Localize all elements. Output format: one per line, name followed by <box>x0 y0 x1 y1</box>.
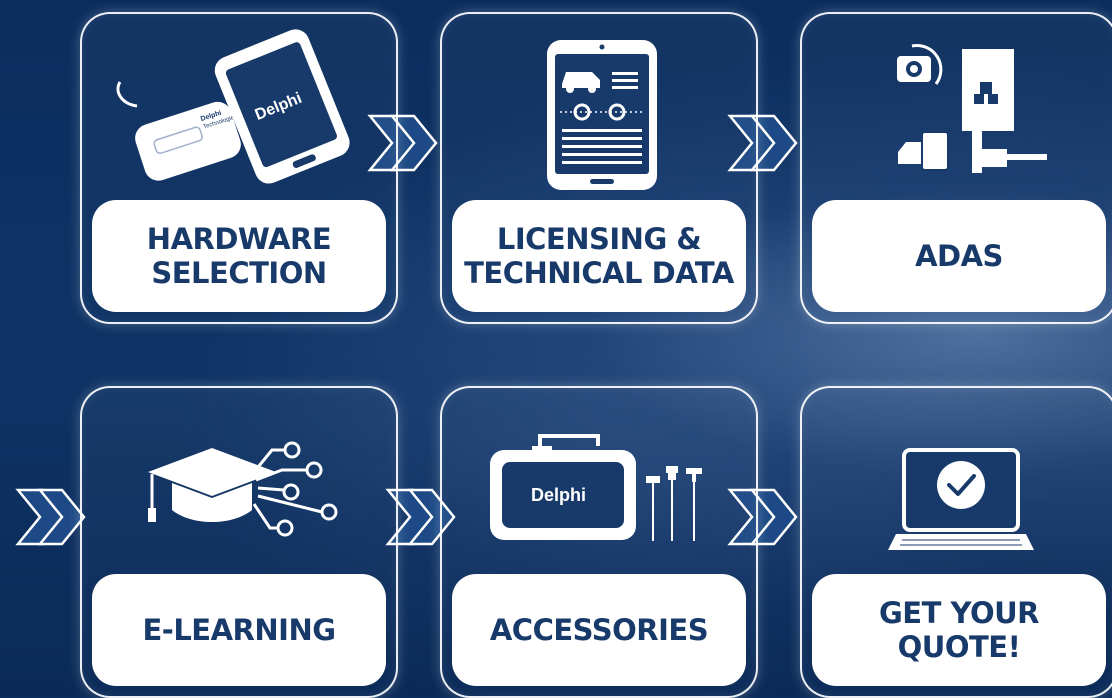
card-licensing-technical-data[interactable]: LICENSING & TECHNICAL DATA <box>440 12 758 324</box>
hardware-selection-label: HARDWARE SELECTION <box>146 222 332 290</box>
card-label: GET YOUR QUOTE! <box>812 574 1106 686</box>
adas-label: ADAS <box>915 239 1003 273</box>
chevron-arrow-icon <box>385 488 456 546</box>
chevron-arrow-icon <box>15 488 86 546</box>
toolcase-cables-icon: Delphi <box>490 434 702 541</box>
card-label: E-LEARNING <box>92 574 386 686</box>
card-label: ACCESSORIES <box>452 574 746 686</box>
device-tablet-icon: Delphi Technologies Delphi <box>116 29 350 184</box>
card-accessories[interactable]: Delphi ACCESSORIES <box>440 386 758 698</box>
accessories-label: ACCESSORIES <box>489 613 709 647</box>
card-adas[interactable]: ADAS <box>800 12 1112 324</box>
card-hardware-selection[interactable]: Delphi Technologies Delphi HARDWARE SELE… <box>80 12 398 324</box>
adas-calibration-icon <box>897 44 1047 173</box>
card-label: ADAS <box>812 200 1106 312</box>
graduation-cap-circuit-icon <box>148 441 338 537</box>
card-get-your-quote[interactable]: GET YOUR QUOTE! <box>800 386 1112 698</box>
chevron-arrow-icon <box>367 114 438 172</box>
chevron-arrow-icon <box>727 114 798 172</box>
laptop-check-icon <box>888 448 1034 550</box>
get-your-quote-label: GET YOUR QUOTE! <box>879 596 1040 664</box>
e-learning-label: E-LEARNING <box>142 613 336 647</box>
licensing-technical-data-label: LICENSING & TECHNICAL DATA <box>464 222 734 290</box>
card-e-learning[interactable]: E-LEARNING <box>80 386 398 698</box>
card-label: HARDWARE SELECTION <box>92 200 386 312</box>
brand-logo: Delphi <box>531 485 586 505</box>
card-label: LICENSING & TECHNICAL DATA <box>452 200 746 312</box>
tablet-data-icon <box>547 40 657 190</box>
